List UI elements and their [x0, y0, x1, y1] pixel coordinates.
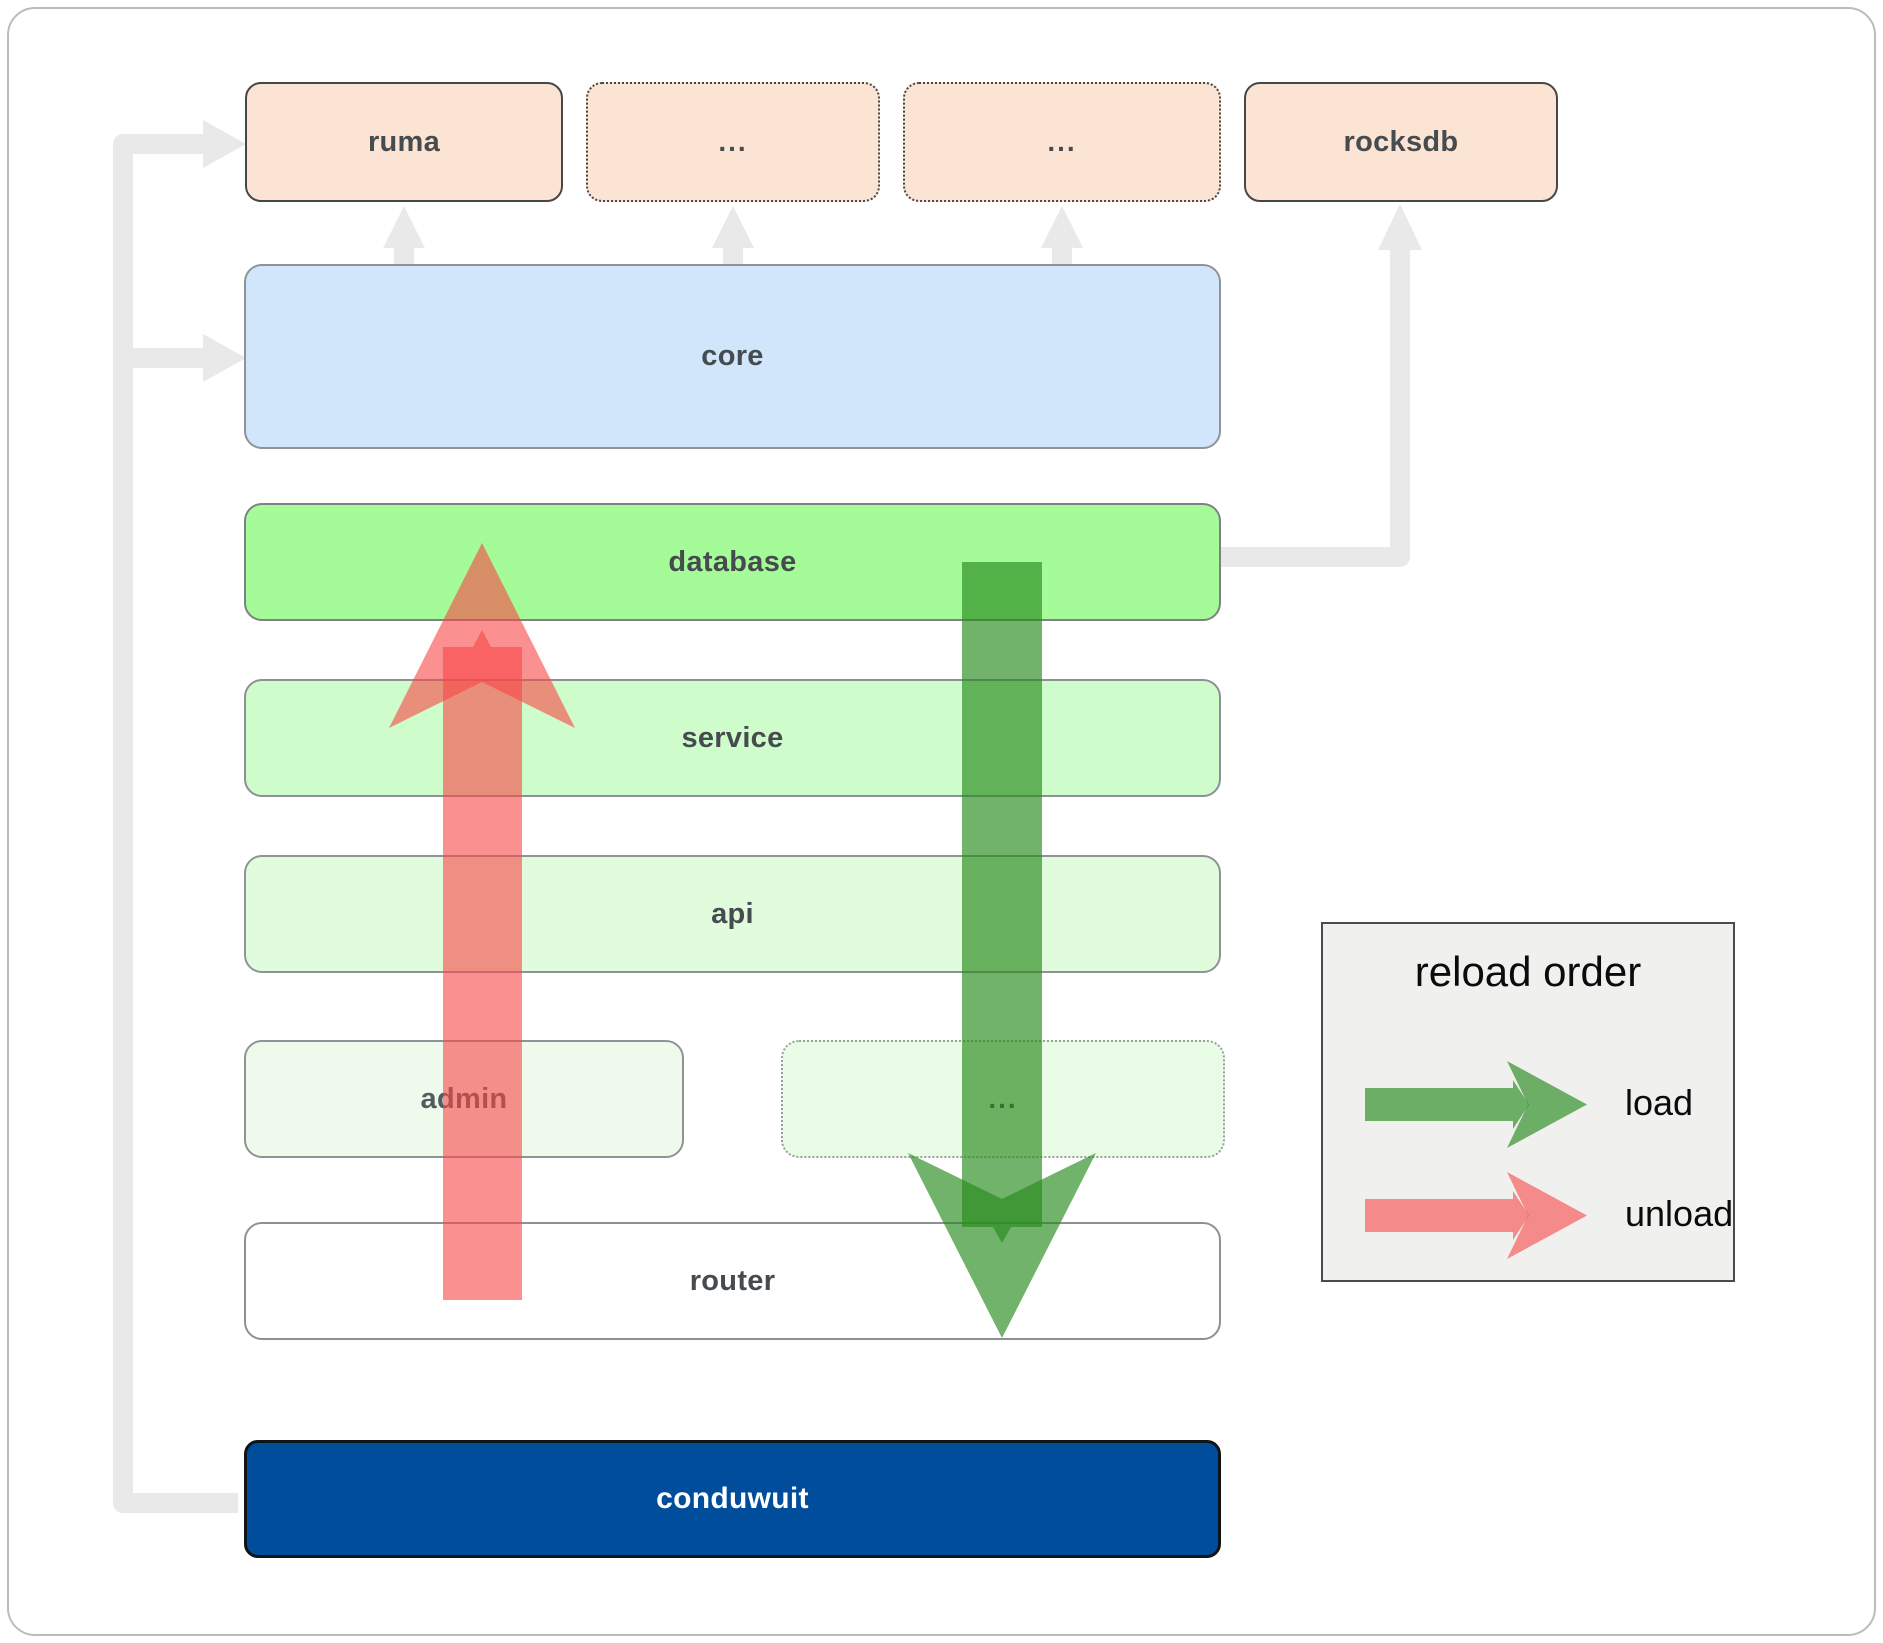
database-label: database — [668, 545, 797, 578]
arrowhead-core-to-ellipsis2 — [1041, 206, 1083, 248]
module-box-ruma: ruma — [245, 82, 563, 202]
ellipsis-3-label: ... — [988, 1083, 1018, 1114]
layer-box-core: core — [244, 264, 1221, 449]
module-box-rocksdb: rocksdb — [1244, 82, 1558, 202]
legend-unload-arrow-icon — [1365, 1172, 1587, 1259]
layer-box-service: service — [244, 679, 1221, 797]
arrowhead-into-ruma — [203, 120, 246, 168]
legend-load-label: load — [1625, 1082, 1694, 1123]
layer-box-router: router — [244, 1222, 1221, 1340]
rocksdb-label: rocksdb — [1343, 125, 1459, 158]
admin-label: admin — [420, 1082, 508, 1115]
router-label: router — [689, 1264, 776, 1297]
ruma-label: ruma — [367, 125, 441, 158]
legend-title: reload order — [1414, 948, 1642, 995]
layer-box-conduwuit: conduwuit — [244, 1440, 1221, 1558]
legend-reload-order: reload order load unload — [1321, 922, 1735, 1282]
conduwuit-loop-line — [113, 134, 238, 1513]
core-label: core — [701, 340, 764, 372]
layer-box-api: api — [244, 855, 1221, 973]
arrowhead-core-to-ellipsis1 — [712, 206, 754, 248]
legend-arrow-graphics — [1365, 1061, 1587, 1259]
ellipsis-1-label: ... — [718, 126, 748, 157]
ellipsis-2-label: ... — [1047, 126, 1077, 157]
conduwuit-label: conduwuit — [656, 1482, 809, 1515]
legend-load-arrow-icon — [1365, 1061, 1587, 1148]
database-to-rocksdb-line — [1221, 250, 1410, 567]
arrowhead-core-to-ruma — [383, 206, 425, 248]
diagram-outer-border — [7, 7, 1876, 1636]
layer-box-admin: admin — [244, 1040, 684, 1158]
service-label: service — [681, 721, 784, 754]
arrowhead-into-rocksdb — [1378, 204, 1422, 250]
layer-box-database: database — [244, 503, 1221, 621]
layer-box-ellipsis-3: ... — [781, 1040, 1225, 1158]
arrowhead-into-core — [203, 334, 246, 382]
legend-unload-label: unload — [1625, 1193, 1734, 1234]
api-label: api — [711, 897, 754, 930]
module-box-ellipsis-1: ... — [586, 82, 880, 202]
module-box-ellipsis-2: ... — [903, 82, 1221, 202]
